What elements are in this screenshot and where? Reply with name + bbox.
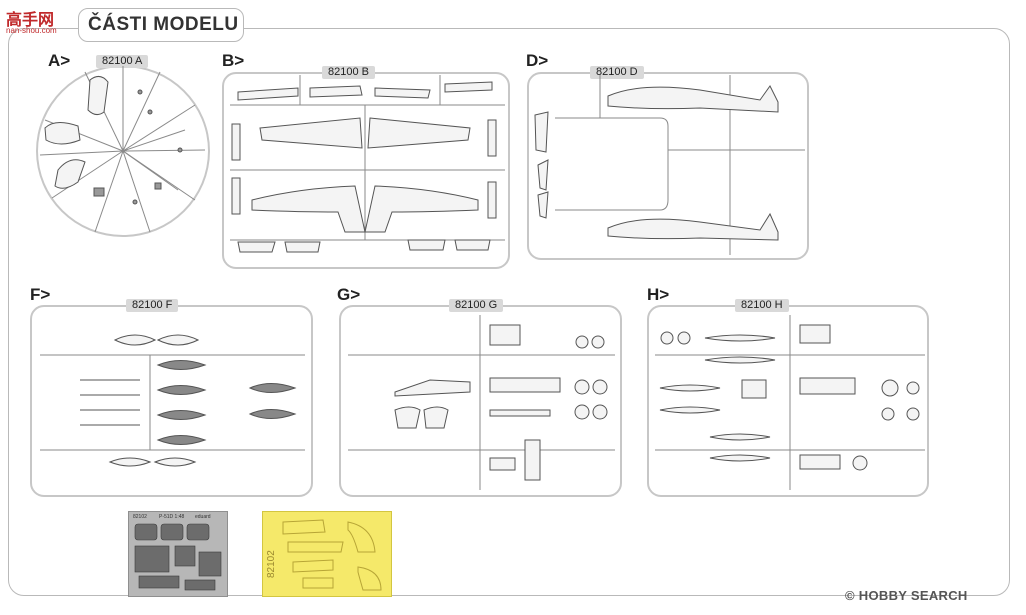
site-logo-url: nan-shou.com [6,26,57,35]
sprue-label-b: 82100 B [322,66,375,79]
section-letter-a: A> [48,51,71,70]
sprue-f-runners [40,354,305,451]
pe-code: 82102 [133,514,147,520]
sprue-label-g: 82100 G [449,299,504,312]
section-letter-d: D> [526,51,549,70]
page-frame [8,28,1010,596]
section-letter-g: G> [337,285,361,304]
sprue-h-parts [659,324,920,471]
mask-shapes [282,519,382,591]
sprue-d-frame [527,72,809,260]
title-tab [78,8,244,42]
section-letter-b: B> [222,51,245,70]
sprue-label-f: 82100 F [126,299,179,312]
sprue-a-canopies [44,76,109,189]
photo-etch-fret: 82102 P-51D 1:48 eduard [128,511,228,597]
mask-sheet [262,511,392,597]
sprue-b-frame-runners [230,75,505,241]
pe-brand: eduard [195,514,211,520]
page-title: ČÁSTI MODELU [88,14,239,35]
sprue-h-runners [655,315,925,490]
section-letter-h: H> [647,285,670,304]
site-logo: 高手网 [6,10,55,29]
sprue-g-parts [394,324,608,481]
mask-code: 82102 [266,550,277,578]
watermark: © HOBBY SEARCH [845,588,968,603]
sprue-a-small-parts [93,89,183,205]
pe-parts-drawing [134,523,222,591]
section-letter-f: F> [30,285,51,304]
sprue-label-d: 82100 D [590,66,644,79]
sprue-g-runners [348,315,615,490]
sprue-label-a: 82100 A [96,55,149,68]
sprue-d-fuselage-halves [534,85,779,241]
pe-model: P-51D 1:48 [159,514,185,520]
sprue-b-parts [231,81,497,253]
sprue-f-parts [80,334,297,467]
sprue-a-runners [39,66,206,233]
sprue-label-h: 82100 H [735,299,789,312]
